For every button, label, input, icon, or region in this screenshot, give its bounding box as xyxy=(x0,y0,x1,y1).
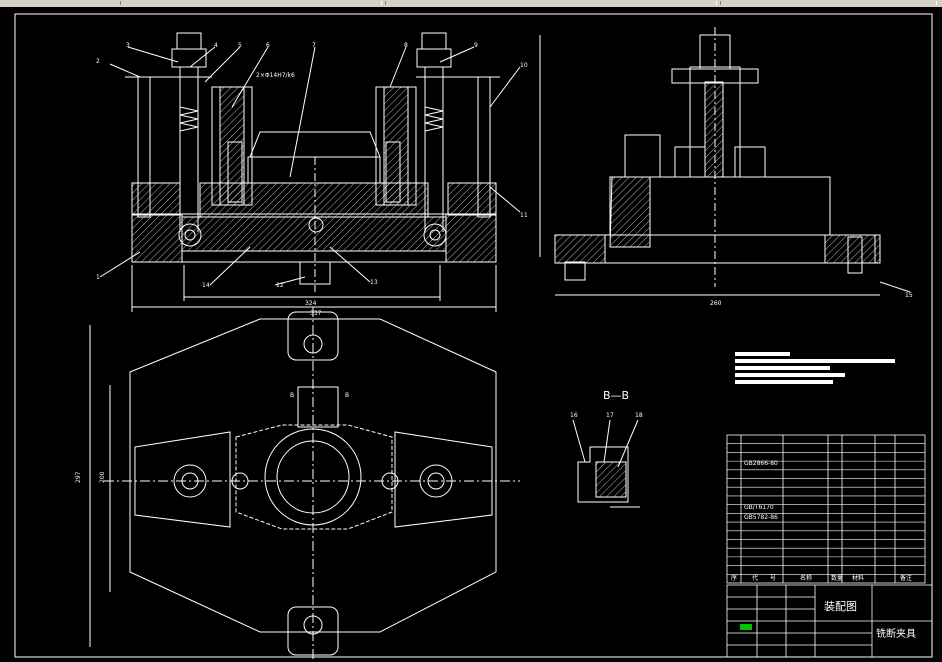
left-nut xyxy=(176,32,202,50)
svg-text:337: 337 xyxy=(310,310,322,317)
svg-text:2: 2 xyxy=(96,58,100,65)
top-view xyxy=(89,307,520,662)
top-view-dims: 297 200 B B xyxy=(75,392,349,483)
bom-header-seq: 序 xyxy=(731,574,737,582)
bom-header-material: 材料 xyxy=(852,574,864,582)
svg-text:6: 6 xyxy=(266,42,270,49)
bom-code: GB2866-80 xyxy=(744,460,778,467)
title-block xyxy=(726,584,933,658)
svg-text:324: 324 xyxy=(305,300,317,307)
svg-text:B: B xyxy=(290,392,294,399)
svg-text:200: 200 xyxy=(99,471,106,483)
right-nut xyxy=(421,32,447,50)
svg-text:11: 11 xyxy=(520,212,528,219)
bom-header-remark: 备注 xyxy=(900,574,912,582)
workpiece xyxy=(247,156,381,184)
bom-header-name: 名称 xyxy=(800,574,812,582)
front-view-callouts: 2 3 4 5 6 7 8 9 10 11 1 14 12 13 2×Φ14H7… xyxy=(96,42,528,317)
technical-notes xyxy=(735,352,895,384)
top-outline xyxy=(129,318,497,633)
strip-segment xyxy=(720,1,937,5)
bom-header: 序 代 号 名称 数量 材料 备注 GB2866-80 GB/T6170 GB5… xyxy=(731,460,912,582)
fit-annotation: 2×Φ14H7/k6 xyxy=(256,72,295,79)
svg-text:5: 5 xyxy=(238,42,242,49)
svg-text:9: 9 xyxy=(474,42,478,49)
svg-text:260: 260 xyxy=(710,300,722,307)
side-view xyxy=(539,27,911,296)
svg-text:12: 12 xyxy=(276,282,284,289)
drawing-border xyxy=(14,13,933,658)
bom-header-code: 代 xyxy=(752,574,758,582)
svg-text:4: 4 xyxy=(214,42,218,49)
cad-drawing-canvas[interactable]: 2 3 4 5 6 7 8 9 10 11 1 14 12 13 2×Φ14H7… xyxy=(0,7,942,662)
strip-segment xyxy=(120,1,382,5)
bom-table xyxy=(726,434,926,584)
bom-header-code2: 号 xyxy=(770,575,776,582)
section-bb: B—B 16 17 18 xyxy=(570,389,643,508)
svg-text:10: 10 xyxy=(520,62,528,69)
bom-header-qty: 数量 xyxy=(831,574,843,582)
part-name: 铣断夹具 xyxy=(876,627,916,640)
section-callout-17: 17 xyxy=(606,412,614,419)
section-callout-18: 18 xyxy=(635,412,643,419)
strip-segment xyxy=(385,1,717,5)
bom-code: GB5782-86 xyxy=(744,514,778,521)
svg-text:8: 8 xyxy=(404,42,408,49)
svg-text:14: 14 xyxy=(202,282,210,289)
svg-text:13: 13 xyxy=(370,279,378,286)
svg-text:15: 15 xyxy=(905,292,913,299)
base-section xyxy=(181,216,447,252)
bom-code: GB/T6170 xyxy=(744,504,774,511)
svg-text:7: 7 xyxy=(312,42,316,49)
status-marker xyxy=(740,624,752,630)
section-title: B—B xyxy=(603,389,629,402)
side-view-callouts: 15 260 xyxy=(710,292,913,307)
svg-text:B: B xyxy=(345,392,349,399)
section-callout-16: 16 xyxy=(570,412,578,419)
svg-text:3: 3 xyxy=(126,42,130,49)
drawing-title: 装配图 xyxy=(824,600,857,613)
front-view xyxy=(99,32,521,312)
window-top-strip xyxy=(0,0,942,7)
svg-text:1: 1 xyxy=(96,274,100,281)
svg-text:297: 297 xyxy=(75,471,82,483)
